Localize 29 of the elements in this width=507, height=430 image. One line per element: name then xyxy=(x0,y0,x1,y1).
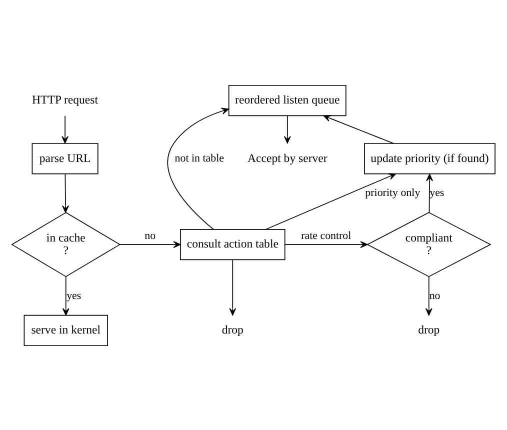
edge-label: not in table xyxy=(174,152,224,164)
arrow xyxy=(284,114,291,144)
arrow xyxy=(167,107,229,230)
node-diamond: compliant ? xyxy=(366,212,492,277)
arrow xyxy=(425,276,432,316)
edge-label: yes xyxy=(66,289,82,302)
node-box: reordered listen queue xyxy=(228,84,346,116)
arrow xyxy=(229,259,236,316)
node-box: serve in kernel xyxy=(24,314,108,346)
arrow xyxy=(62,276,70,316)
edge-label: no xyxy=(144,230,156,242)
node-box: consult action table xyxy=(180,228,286,260)
node-box: parse URL xyxy=(32,142,98,174)
edge-label: rate control xyxy=(301,230,352,242)
arrow xyxy=(266,172,396,230)
arrow xyxy=(119,240,181,248)
node-diamond: in cache ? xyxy=(11,212,121,277)
arrow xyxy=(62,114,68,144)
node-text: Accept by server xyxy=(247,150,328,164)
arrow xyxy=(426,173,433,212)
arrow xyxy=(323,114,394,144)
node-box: update priority (if found) xyxy=(364,142,496,174)
node-text: drop xyxy=(418,322,440,336)
edge-label: priority only xyxy=(365,186,420,199)
arrow xyxy=(284,240,368,248)
node-text: drop xyxy=(222,322,244,336)
arrow xyxy=(62,173,69,212)
edge-label: no xyxy=(429,289,440,302)
node-text: HTTP request xyxy=(32,92,98,106)
